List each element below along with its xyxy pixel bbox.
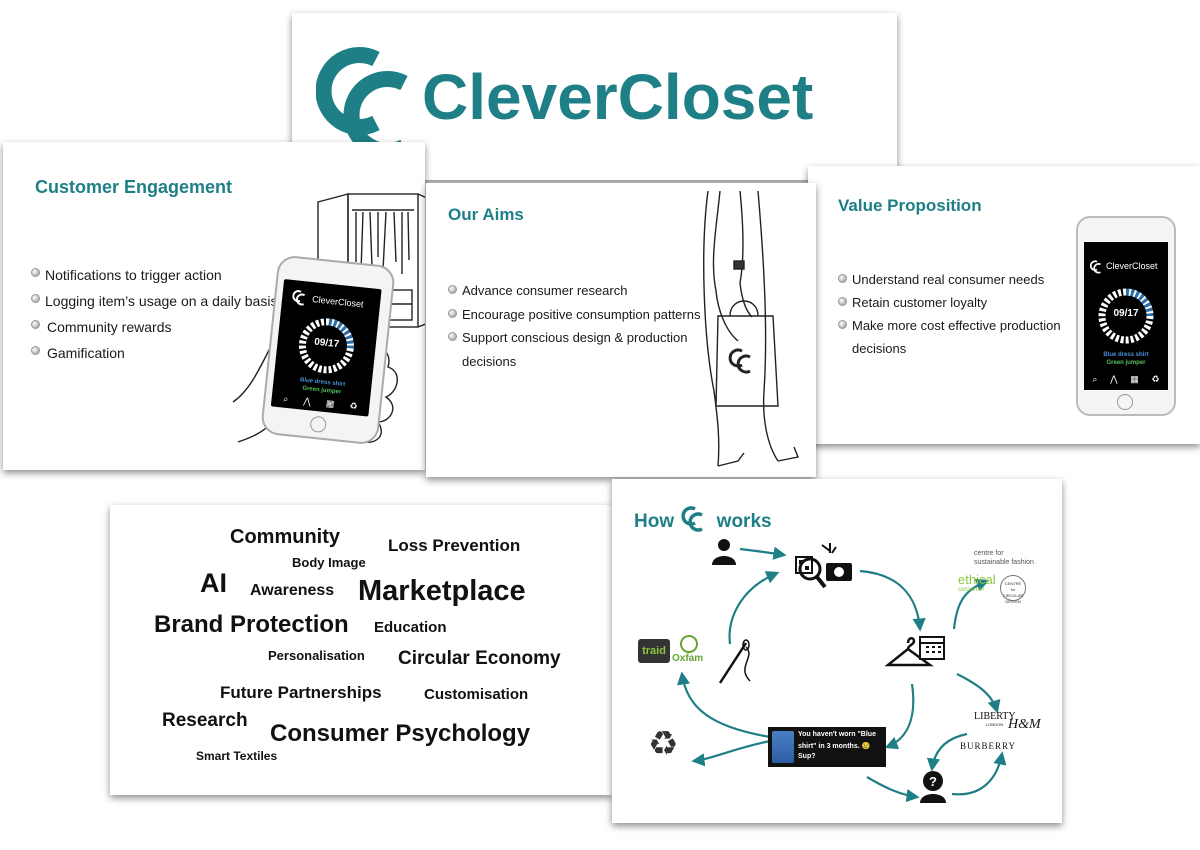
word-body-image: Body Image xyxy=(292,555,366,570)
calendar-icon[interactable]: ▦ xyxy=(325,398,335,409)
oxfam-logo: Oxfam xyxy=(672,653,704,664)
brand-wordmark: CleverCloset xyxy=(422,61,814,133)
centre-sf-line-2: sustainable fashion xyxy=(974,559,1034,566)
shopper-sketch xyxy=(703,191,799,467)
notification-line-1: You haven't worn "Blue xyxy=(798,731,876,738)
ethical-consumer-sub: consumer xyxy=(958,587,985,593)
value-phone: CleverCloset 09/17 Blue dress shirt Gree… xyxy=(1076,216,1176,416)
oxfam-icon xyxy=(680,635,698,653)
value-proposition-card: Value Proposition Understand real consum… xyxy=(808,166,1200,444)
word-awareness: Awareness xyxy=(250,582,335,599)
word-education: Education xyxy=(374,619,447,636)
phone-app-name: CleverCloset xyxy=(1106,261,1158,271)
hanger-icon[interactable]: ⋀ xyxy=(302,395,312,407)
calendar-icon[interactable]: ▦ xyxy=(1130,374,1139,384)
unknown-user-icon: ? xyxy=(920,771,946,803)
engagement-bullet: Gamification xyxy=(31,340,277,366)
value-bullet: Make more cost effective production deci… xyxy=(838,314,1078,360)
word-loss-prevention: Loss Prevention xyxy=(388,536,521,555)
aims-bullet: Support conscious design & production de… xyxy=(448,326,728,373)
word-smart-textiles: Smart Textiles xyxy=(196,749,278,763)
engagement-title: Customer Engagement xyxy=(35,177,233,197)
word-marketplace: Marketplace xyxy=(358,575,526,607)
value-bullet: Retain customer loyalty xyxy=(838,291,1078,314)
value-bullet: Understand real consumer needs xyxy=(838,268,1078,291)
notification-line-3: Sup? xyxy=(798,753,816,760)
our-aims-card: Our Aims Advance consumer research Encou… xyxy=(426,183,816,477)
liberty-logo: LIBERTY xyxy=(974,711,1016,722)
wordcloud-card: Community Loss Prevention Body Image AI … xyxy=(110,505,612,795)
engagement-phone: CleverCloset 09/17 Blue dress shirt Gree… xyxy=(259,254,397,446)
progress-ring xyxy=(298,318,354,374)
hanger-calendar-icon xyxy=(884,636,945,667)
how-title: How works xyxy=(634,505,772,533)
phone-icon-bar: ⌕ ⋀ ▦ ♻ xyxy=(1086,374,1166,385)
engagement-bullet: Community rewards xyxy=(31,314,277,340)
circular-line-3: DESIGN xyxy=(1005,599,1021,604)
how-flow-diagram xyxy=(676,546,1007,803)
recycle-icon[interactable]: ♻ xyxy=(1151,374,1160,384)
customer-engagement-card: Customer Engagement Notifications to tri… xyxy=(3,142,425,470)
word-brand-protection: Brand Protection xyxy=(154,611,349,638)
phone-home-button[interactable] xyxy=(309,415,327,434)
scan-camera-icon xyxy=(795,543,852,589)
phone-home-button[interactable] xyxy=(1117,394,1133,410)
user-icon xyxy=(712,539,736,565)
recycle-icon: ♻ xyxy=(648,725,679,763)
reminder-notification[interactable]: You haven't worn "Blue shirt" in 3 month… xyxy=(768,727,886,767)
hm-logo: H&M xyxy=(1008,717,1041,732)
phone-app-name: CleverCloset xyxy=(311,294,365,310)
phone-logo-mark xyxy=(292,290,306,306)
word-consumer-psychology: Consumer Psychology xyxy=(270,720,531,747)
progress-ring xyxy=(1098,288,1154,344)
how-it-works-card: How works xyxy=(612,479,1062,823)
phone-screen: CleverCloset 09/17 Blue dress shirt Gree… xyxy=(1084,242,1168,390)
engagement-bullets: Notifications to trigger action Logging … xyxy=(31,262,277,366)
liberty-sub: LONDON xyxy=(986,722,1004,727)
word-ai: AI xyxy=(200,568,227,598)
needle-thread-icon xyxy=(718,639,751,684)
word-customisation: Customisation xyxy=(424,686,529,703)
engagement-bullet: Notifications to trigger action xyxy=(31,262,277,288)
svg-text:?: ? xyxy=(929,774,937,789)
phone-counter: 09/17 xyxy=(1113,308,1139,319)
phone-logo-mark xyxy=(1090,260,1101,274)
search-icon[interactable]: ⌕ xyxy=(1092,374,1098,384)
how-title-suffix: works xyxy=(716,511,772,532)
recycle-icon[interactable]: ♻ xyxy=(349,400,359,412)
value-title: Value Proposition xyxy=(838,196,982,215)
word-research: Research xyxy=(162,710,248,731)
word-circular-economy: Circular Economy xyxy=(398,648,561,669)
circular-line-1: CENTRE xyxy=(1004,581,1022,586)
aims-bullets: Advance consumer research Encourage posi… xyxy=(448,279,728,373)
ethical-consumer-logo: ethical xyxy=(958,572,996,587)
circular-design-badge: CENTRE for CIRCULAR DESIGN xyxy=(1000,575,1026,604)
word-future-partnerships: Future Partnerships xyxy=(220,683,382,702)
aims-title: Our Aims xyxy=(448,205,524,224)
word-community: Community xyxy=(230,526,340,548)
burberry-logo: BURBERRY xyxy=(960,741,1017,751)
how-title-prefix: How xyxy=(634,511,675,532)
value-bullets: Understand real consumer needs Retain cu… xyxy=(838,268,1078,360)
aims-bullet: Advance consumer research xyxy=(448,279,728,303)
phone-item-2: Green jumper xyxy=(1106,360,1146,366)
circular-line-2: for CIRCULAR xyxy=(1002,587,1024,598)
notification-line-2: shirt" in 3 months. 😢 xyxy=(798,743,871,750)
phone-item-1: Blue dress shirt xyxy=(1103,352,1149,358)
cc-logo-icon xyxy=(681,506,704,532)
shirt-icon xyxy=(772,731,794,763)
hanger-icon[interactable]: ⋀ xyxy=(1110,374,1118,384)
centre-sf-line-1: centre for xyxy=(974,550,1004,557)
engagement-bullet: Logging item’s usage on a daily basis xyxy=(31,288,277,314)
search-icon[interactable]: ⌕ xyxy=(282,393,289,405)
word-personalisation: Personalisation xyxy=(268,648,365,663)
aims-bullet: Encourage positive consumption patterns xyxy=(448,303,728,327)
phone-screen: CleverCloset 09/17 Blue dress shirt Gree… xyxy=(270,279,382,417)
traid-logo: traid xyxy=(638,639,670,663)
